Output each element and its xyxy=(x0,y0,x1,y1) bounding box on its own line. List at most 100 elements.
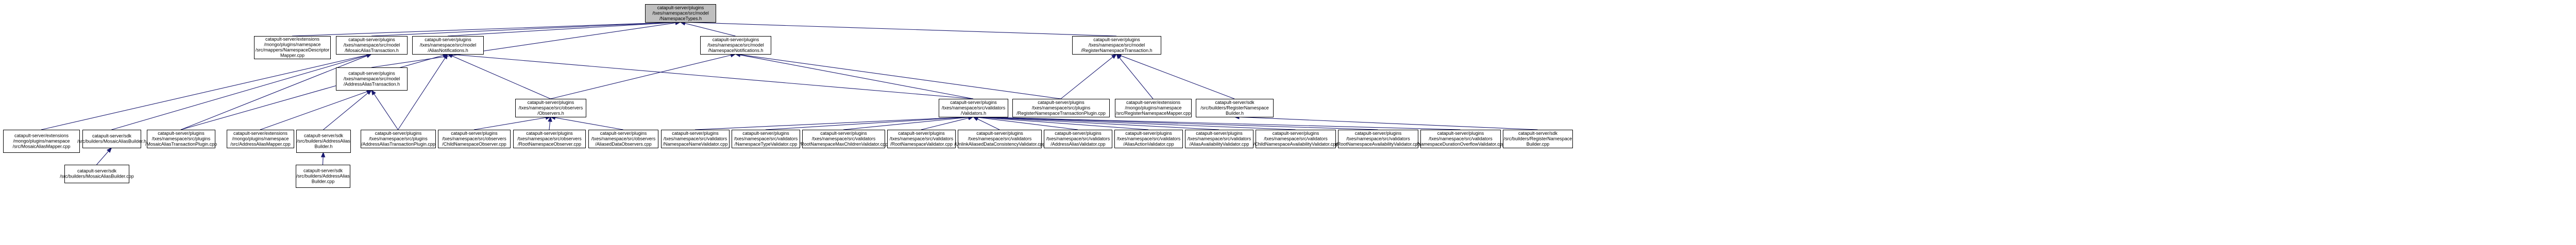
node-label-line: catapult-server/plugins xyxy=(1196,131,1243,136)
file-node[interactable]: catapult-server/plugins/txes/namespace/s… xyxy=(1072,36,1161,55)
dependency-edge xyxy=(260,90,372,130)
node-label-line: catapult-server/plugins xyxy=(672,131,719,136)
edge-line xyxy=(977,116,1461,130)
file-node[interactable]: catapult-server/plugins/txes/namespace/s… xyxy=(361,130,436,148)
dependency-edge xyxy=(548,116,552,130)
node-box xyxy=(887,130,956,148)
edge-line xyxy=(977,117,1149,130)
edge-line xyxy=(111,55,367,130)
dependency-edge xyxy=(1060,54,1117,99)
file-node[interactable]: catapult-server/sdk/src/builders/MosaicA… xyxy=(77,130,146,148)
file-node[interactable]: catapult-server/plugins/txes/namespace/s… xyxy=(1012,99,1110,117)
file-node[interactable]: catapult-server/plugins/txes/namespace/s… xyxy=(954,130,1045,148)
node-label-line: /src/builders/MosaicAliasBuilder.h xyxy=(77,139,146,144)
node-label-line: Mapper.cpp xyxy=(280,53,304,58)
file-node[interactable]: catapult-server/sdk/src/builders/MosaicA… xyxy=(60,165,134,183)
node-box xyxy=(361,130,436,148)
file-node[interactable]: catapult-server/extensions/mongo/plugins… xyxy=(3,130,80,153)
file-node[interactable]: catapult-server/sdk/src/builders/Address… xyxy=(296,165,350,188)
file-node[interactable]: catapult-server/plugins/txes/namespace/s… xyxy=(887,130,956,148)
file-node[interactable]: catapult-server/plugins/txes/namespace/s… xyxy=(1185,130,1253,148)
node-box xyxy=(661,130,730,148)
node-box xyxy=(645,4,716,23)
node-label-line: /src/builders/AddressAlias xyxy=(296,173,350,179)
edge-line xyxy=(260,91,367,130)
file-node[interactable]: catapult-server/plugins/txes/namespace/s… xyxy=(661,130,730,148)
file-node[interactable]: catapult-server/sdk/src/builders/Registe… xyxy=(1196,99,1274,117)
node-label-line: /src/builders/AddressAlias xyxy=(297,138,350,144)
root-node[interactable]: catapult-server/plugins/txes/namespace/s… xyxy=(645,4,716,23)
node-label-line: catapult-server/plugins xyxy=(950,100,997,105)
node-box xyxy=(513,130,586,148)
node-label-line: /txes/namespace/src/validators xyxy=(664,136,727,141)
file-node[interactable]: catapult-server/extensions/mongo/plugins… xyxy=(254,36,331,59)
file-node[interactable]: catapult-server/plugins/txes/namespace/s… xyxy=(336,36,408,55)
edge-line xyxy=(322,156,324,165)
edge-arrowhead xyxy=(443,53,448,60)
file-node[interactable]: catapult-server/plugins/txes/namespace/s… xyxy=(412,36,484,55)
node-label-line: /txes/namespace/src/observers xyxy=(517,136,582,141)
node-box xyxy=(1185,130,1253,148)
node-box xyxy=(147,130,215,148)
edge-line xyxy=(1239,116,1538,130)
dependency-edge xyxy=(320,151,326,165)
file-node[interactable]: catapult-server/plugins/txes/namespace/s… xyxy=(513,130,586,148)
file-node[interactable]: catapult-server/plugins/txes/namespace/s… xyxy=(1416,130,1505,148)
file-node[interactable]: catapult-server/plugins/txes/namespace/s… xyxy=(515,99,586,117)
file-node[interactable]: catapult-server/plugins/txes/namespace/s… xyxy=(700,36,771,55)
dependency-edge xyxy=(180,54,372,130)
node-box xyxy=(958,130,1042,148)
node-label-line: catapult-server/sdk xyxy=(92,133,132,138)
file-node[interactable]: catapult-server/sdk/src/builders/Address… xyxy=(296,130,351,153)
node-label-line: /txes/namespace/src/plugins xyxy=(369,136,428,141)
node-label-line: /Validators.h xyxy=(961,111,986,116)
node-label-line: /RegisterNamespaceTransactionPlugin.cpp xyxy=(1016,111,1106,116)
file-node[interactable]: catapult-server/plugins/txes/namespace/s… xyxy=(145,130,217,148)
node-label-line: catapult-server/sdk xyxy=(1215,100,1255,105)
edge-line xyxy=(977,116,1296,130)
file-node[interactable]: catapult-server/plugins/txes/namespace/s… xyxy=(336,67,408,91)
file-node[interactable]: catapult-server/plugins/txes/namespace/s… xyxy=(732,130,800,148)
edge-line xyxy=(685,23,736,37)
edge-line xyxy=(740,55,974,99)
node-label-line: Builder.h xyxy=(1226,111,1244,116)
node-box xyxy=(588,130,658,148)
file-node[interactable]: catapult-server/plugins/txes/namespace/s… xyxy=(438,130,511,148)
node-label-line: catapult-server/extensions xyxy=(265,37,320,42)
file-node[interactable]: catapult-server/plugins/txes/namespace/s… xyxy=(939,99,1008,117)
file-node[interactable]: catapult-server/plugins/txes/namespace/s… xyxy=(1044,130,1112,148)
file-node[interactable]: catapult-server/extensions/mongo/plugins… xyxy=(1115,99,1192,117)
file-node[interactable]: catapult-server/plugins/txes/namespace/s… xyxy=(800,130,888,148)
edge-line xyxy=(1060,57,1113,99)
file-node[interactable]: catapult-server/plugins/txes/namespace/s… xyxy=(588,130,658,148)
node-label-line: catapult-server/plugins xyxy=(348,37,395,42)
node-label-line: catapult-server/sdk xyxy=(303,168,343,173)
node-label-line: /txes/namespace/src/validators xyxy=(890,136,954,141)
node-label-line: /txes/namespace/src/observers xyxy=(591,136,656,141)
node-label-line: catapult-server/plugins xyxy=(976,131,1023,136)
node-label-line: /src/builders/RegisterNamespace xyxy=(1504,136,1572,141)
node-label-line: catapult-server/plugins xyxy=(1125,131,1172,136)
file-node[interactable]: catapult-server/sdk/src/builders/Registe… xyxy=(1503,130,1573,148)
edge-line xyxy=(180,55,367,130)
edge-line xyxy=(977,116,1219,130)
file-node[interactable]: catapult-server/plugins/txes/namespace/s… xyxy=(1253,130,1338,148)
file-node[interactable]: catapult-server/extensions/mongo/plugins… xyxy=(227,130,294,148)
node-box xyxy=(1115,99,1192,117)
node-box xyxy=(438,130,511,148)
node-label-line: /AddressAliasValidator.cpp xyxy=(1050,142,1105,147)
node-label-line: /MosaicAliasTransactionPlugin.cpp xyxy=(145,142,217,147)
node-label-line: /mongo/plugins/namespace xyxy=(264,42,320,47)
node-label-line: /Observers.h xyxy=(537,111,564,116)
dependency-edge xyxy=(371,20,681,37)
node-label-line: /NamespaceTypeValidator.cpp xyxy=(735,142,797,147)
node-label-line: catapult-server/plugins xyxy=(528,100,574,105)
file-node[interactable]: catapult-server/plugins/txes/namespace/s… xyxy=(1336,130,1420,148)
edge-line xyxy=(292,22,676,37)
edge-line xyxy=(555,117,623,130)
edge-line xyxy=(843,117,969,130)
dependency-edge xyxy=(694,115,974,130)
file-node[interactable]: catapult-server/plugins/txes/namespace/s… xyxy=(1114,130,1183,148)
node-label-line: /RootNamespaceObserver.cpp xyxy=(518,142,581,147)
